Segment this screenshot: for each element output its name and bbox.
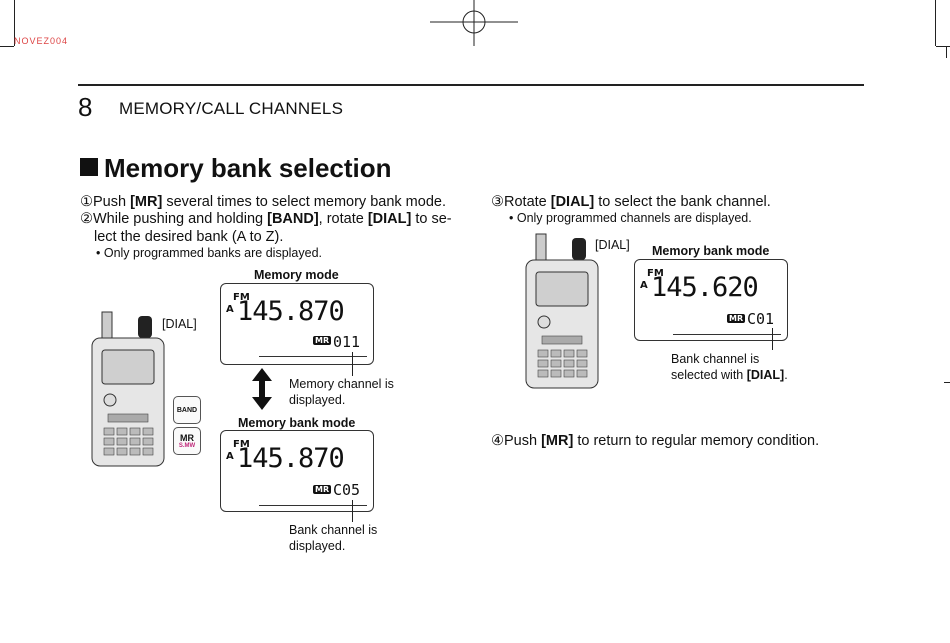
lcd-vfo: A (226, 451, 234, 462)
step-3-note: • Only programmed channels are displayed… (509, 211, 752, 225)
step-2: ②While pushing and holding [BAND], rotat… (80, 210, 452, 228)
step-2-continuation: lect the desired bank (A to Z). (94, 229, 284, 245)
callout-pointer (352, 500, 353, 522)
callout-memory-channel: Memory channel is displayed. (289, 376, 394, 408)
callout-text: displayed. (289, 539, 346, 553)
mr-key-sub: S.MW (178, 443, 196, 449)
lcd-memory-bank-mode: FM A 145.870 MR C05 (220, 430, 374, 512)
mr-badge: MR (313, 336, 332, 345)
radio-illustration-left (91, 311, 165, 467)
lcd-frequency: 145.870 (237, 443, 345, 474)
callout-text: displayed. (289, 393, 346, 407)
step-text: several times to select memory bank mode… (162, 194, 446, 210)
band-key[interactable]: BAND (173, 396, 201, 424)
memory-bank-mode-title: Memory bank mode (652, 244, 770, 258)
callout-text: Bank channel is (289, 523, 378, 537)
callout-text: . (784, 368, 788, 382)
step-text: Push (93, 194, 131, 210)
mr-key[interactable]: MR S.MW (173, 427, 201, 455)
callout-bank-channel-selected: Bank channel is selected with [DIAL]. (671, 351, 788, 383)
callout-text: Memory channel is (289, 377, 394, 391)
mr-badge: MR (313, 485, 332, 494)
step-3: ③Rotate [DIAL] to select the bank channe… (491, 193, 771, 211)
heading-text: Memory bank selection (104, 153, 392, 183)
lcd-memory-mode: FM A 145.870 MR 011 (220, 283, 374, 365)
callout-bank-channel: Bank channel is displayed. (289, 522, 377, 554)
lcd-frequency: 145.620 (651, 272, 759, 303)
edge-tick (944, 382, 950, 383)
crop-mark (0, 46, 14, 47)
lcd-channel: 011 (333, 333, 361, 351)
double-arrow-icon (252, 368, 272, 410)
step-text: to se- (411, 211, 452, 227)
signal-scale (673, 330, 781, 335)
lcd-vfo: A (226, 304, 234, 315)
lcd-bank-channel: FM A 145.620 MR C01 (634, 259, 788, 341)
step-text: Push (504, 433, 542, 449)
key-label: [BAND] (267, 211, 319, 227)
step-marker: ① (80, 194, 93, 210)
mr-badge: MR (727, 314, 746, 323)
band-key-label: BAND (176, 407, 198, 414)
key-label: [DIAL] (367, 211, 412, 227)
crop-mark (936, 46, 950, 47)
header-rule (78, 84, 864, 86)
lcd-channel: C01 (747, 310, 775, 328)
lcd-mode: FM (647, 268, 664, 279)
key-label: [DIAL] (550, 194, 595, 210)
step-marker: ④ (491, 433, 504, 449)
corner-code: NOVEZ004 (14, 36, 69, 46)
callout-text: selected with [DIAL]. (671, 367, 788, 383)
step-1: ①Push [MR] several times to select memor… (80, 193, 446, 211)
crop-mark (935, 0, 936, 46)
dial-label: [DIAL] (595, 238, 630, 252)
callout-text: Bank channel is (671, 352, 760, 366)
lcd-channel: C05 (333, 481, 361, 499)
callout-text: selected with (671, 368, 747, 382)
page-number: 8 (78, 92, 93, 122)
step-text: to select the bank channel. (594, 194, 771, 210)
callout-pointer (772, 328, 773, 350)
section-title: MEMORY/CALL CHANNELS (119, 99, 344, 118)
radio-illustration-right (525, 233, 599, 389)
lcd-frequency: 145.870 (237, 296, 345, 327)
step-marker: ③ (491, 194, 504, 210)
step-text: While pushing and holding (93, 211, 268, 227)
callout-pointer (352, 352, 353, 376)
mr-key-label: MR (180, 433, 194, 443)
step-4: ④Push [MR] to return to regular memory c… (491, 432, 819, 450)
step-text: Rotate (504, 194, 551, 210)
key-label: [MR] (130, 194, 163, 210)
step-marker: ② (80, 211, 93, 227)
lcd-mode: FM (233, 439, 250, 450)
key-label: [MR] (541, 433, 574, 449)
lcd-mode: FM (233, 292, 250, 303)
registration-mark (430, 0, 518, 46)
key-label: [DIAL] (746, 368, 785, 382)
step-2-note: • Only programmed banks are displayed. (96, 246, 323, 260)
square-bullet-icon (80, 158, 98, 176)
step-text: , rotate (318, 211, 368, 227)
memory-bank-mode-title: Memory bank mode (238, 416, 356, 430)
crop-mark (14, 0, 15, 46)
lcd-vfo: A (640, 280, 648, 291)
memory-mode-title: Memory mode (254, 268, 339, 282)
signal-scale (259, 352, 367, 357)
step-text: to return to regular memory condition. (573, 433, 820, 449)
page-heading: Memory bank selection (80, 153, 392, 184)
dial-label: [DIAL] (162, 317, 197, 331)
crop-mark (946, 46, 947, 58)
signal-scale (259, 501, 367, 506)
